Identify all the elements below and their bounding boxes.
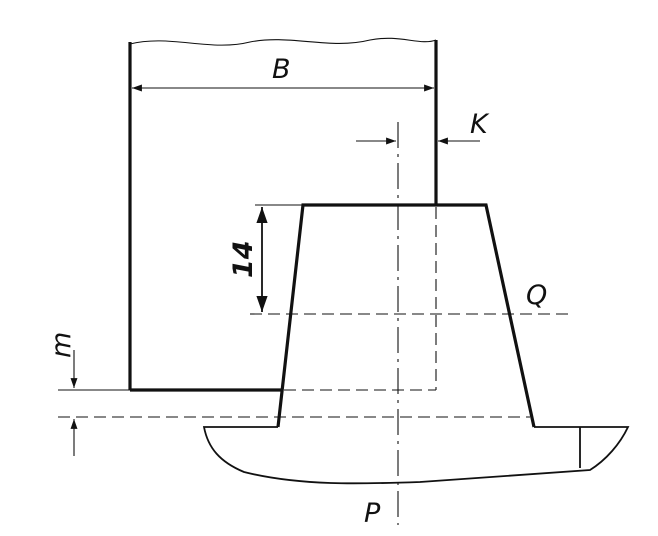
dimension-k-label: K [470,109,490,140]
m-label: m [46,332,77,358]
dimension-14-label: 14 [228,240,259,278]
block-top-break-line [129,37,437,46]
base-piece-outline [202,426,630,485]
q-label: Q [526,280,547,311]
dimension-b-label: B [272,54,291,85]
trapezoid-profile [276,203,536,428]
p-label: P [364,498,381,529]
